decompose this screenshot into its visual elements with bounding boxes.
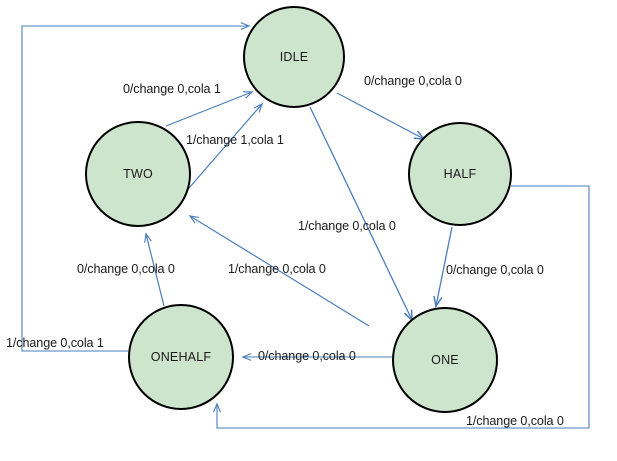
edge-onehalf-to-two-0	[144, 232, 165, 307]
edge-idle-to-half-0	[336, 92, 424, 139]
state-label-one: ONE	[431, 353, 459, 367]
state-node-onehalf[interactable]: ONEHALF	[128, 304, 234, 410]
edge-onehalf-to-idle-1	[21, 22, 251, 352]
state-node-idle[interactable]: IDLE	[243, 6, 345, 108]
state-label-two: TWO	[123, 167, 153, 181]
edge-label-onehalf-to-two-0: 0/change 0,cola 0	[77, 262, 175, 276]
edge-half-to-one-0	[436, 226, 453, 306]
edge-label-idle-to-one-1: 1/change 0,cola 0	[298, 219, 396, 233]
state-node-two[interactable]: TWO	[85, 121, 191, 227]
edge-label-one-to-onehalf-0: 0/change 0,cola 0	[258, 349, 356, 363]
edge-label-half-to-one-0: 0/change 0,cola 0	[446, 263, 544, 277]
state-label-onehalf: ONEHALF	[150, 350, 212, 364]
edge-label-onehalf-to-idle-1: 1/change 0,cola 1	[6, 336, 104, 350]
state-node-half[interactable]: HALF	[408, 122, 512, 226]
edge-two-to-idle-0	[165, 91, 254, 127]
edge-two-to-idle-1	[175, 102, 264, 204]
state-node-one[interactable]: ONE	[392, 307, 498, 413]
state-label-half: HALF	[443, 167, 477, 181]
edge-one-to-two-1	[188, 215, 370, 327]
edge-label-one-to-two-1: 1/change 0,cola 0	[228, 262, 326, 276]
edge-label-two-to-idle-0: 0/change 0,cola 1	[123, 82, 221, 96]
edge-idle-to-one-1	[309, 106, 412, 320]
state-label-idle: IDLE	[279, 50, 309, 64]
edge-label-half-to-onehalf-1: 1/change 0,cola 0	[466, 414, 564, 428]
edge-label-two-to-idle-1: 1/change 1,cola 1	[186, 133, 284, 147]
edge-label-idle-to-half-0: 0/change 0,cola 0	[364, 74, 462, 88]
edge-half-to-onehalf-1	[213, 185, 590, 429]
